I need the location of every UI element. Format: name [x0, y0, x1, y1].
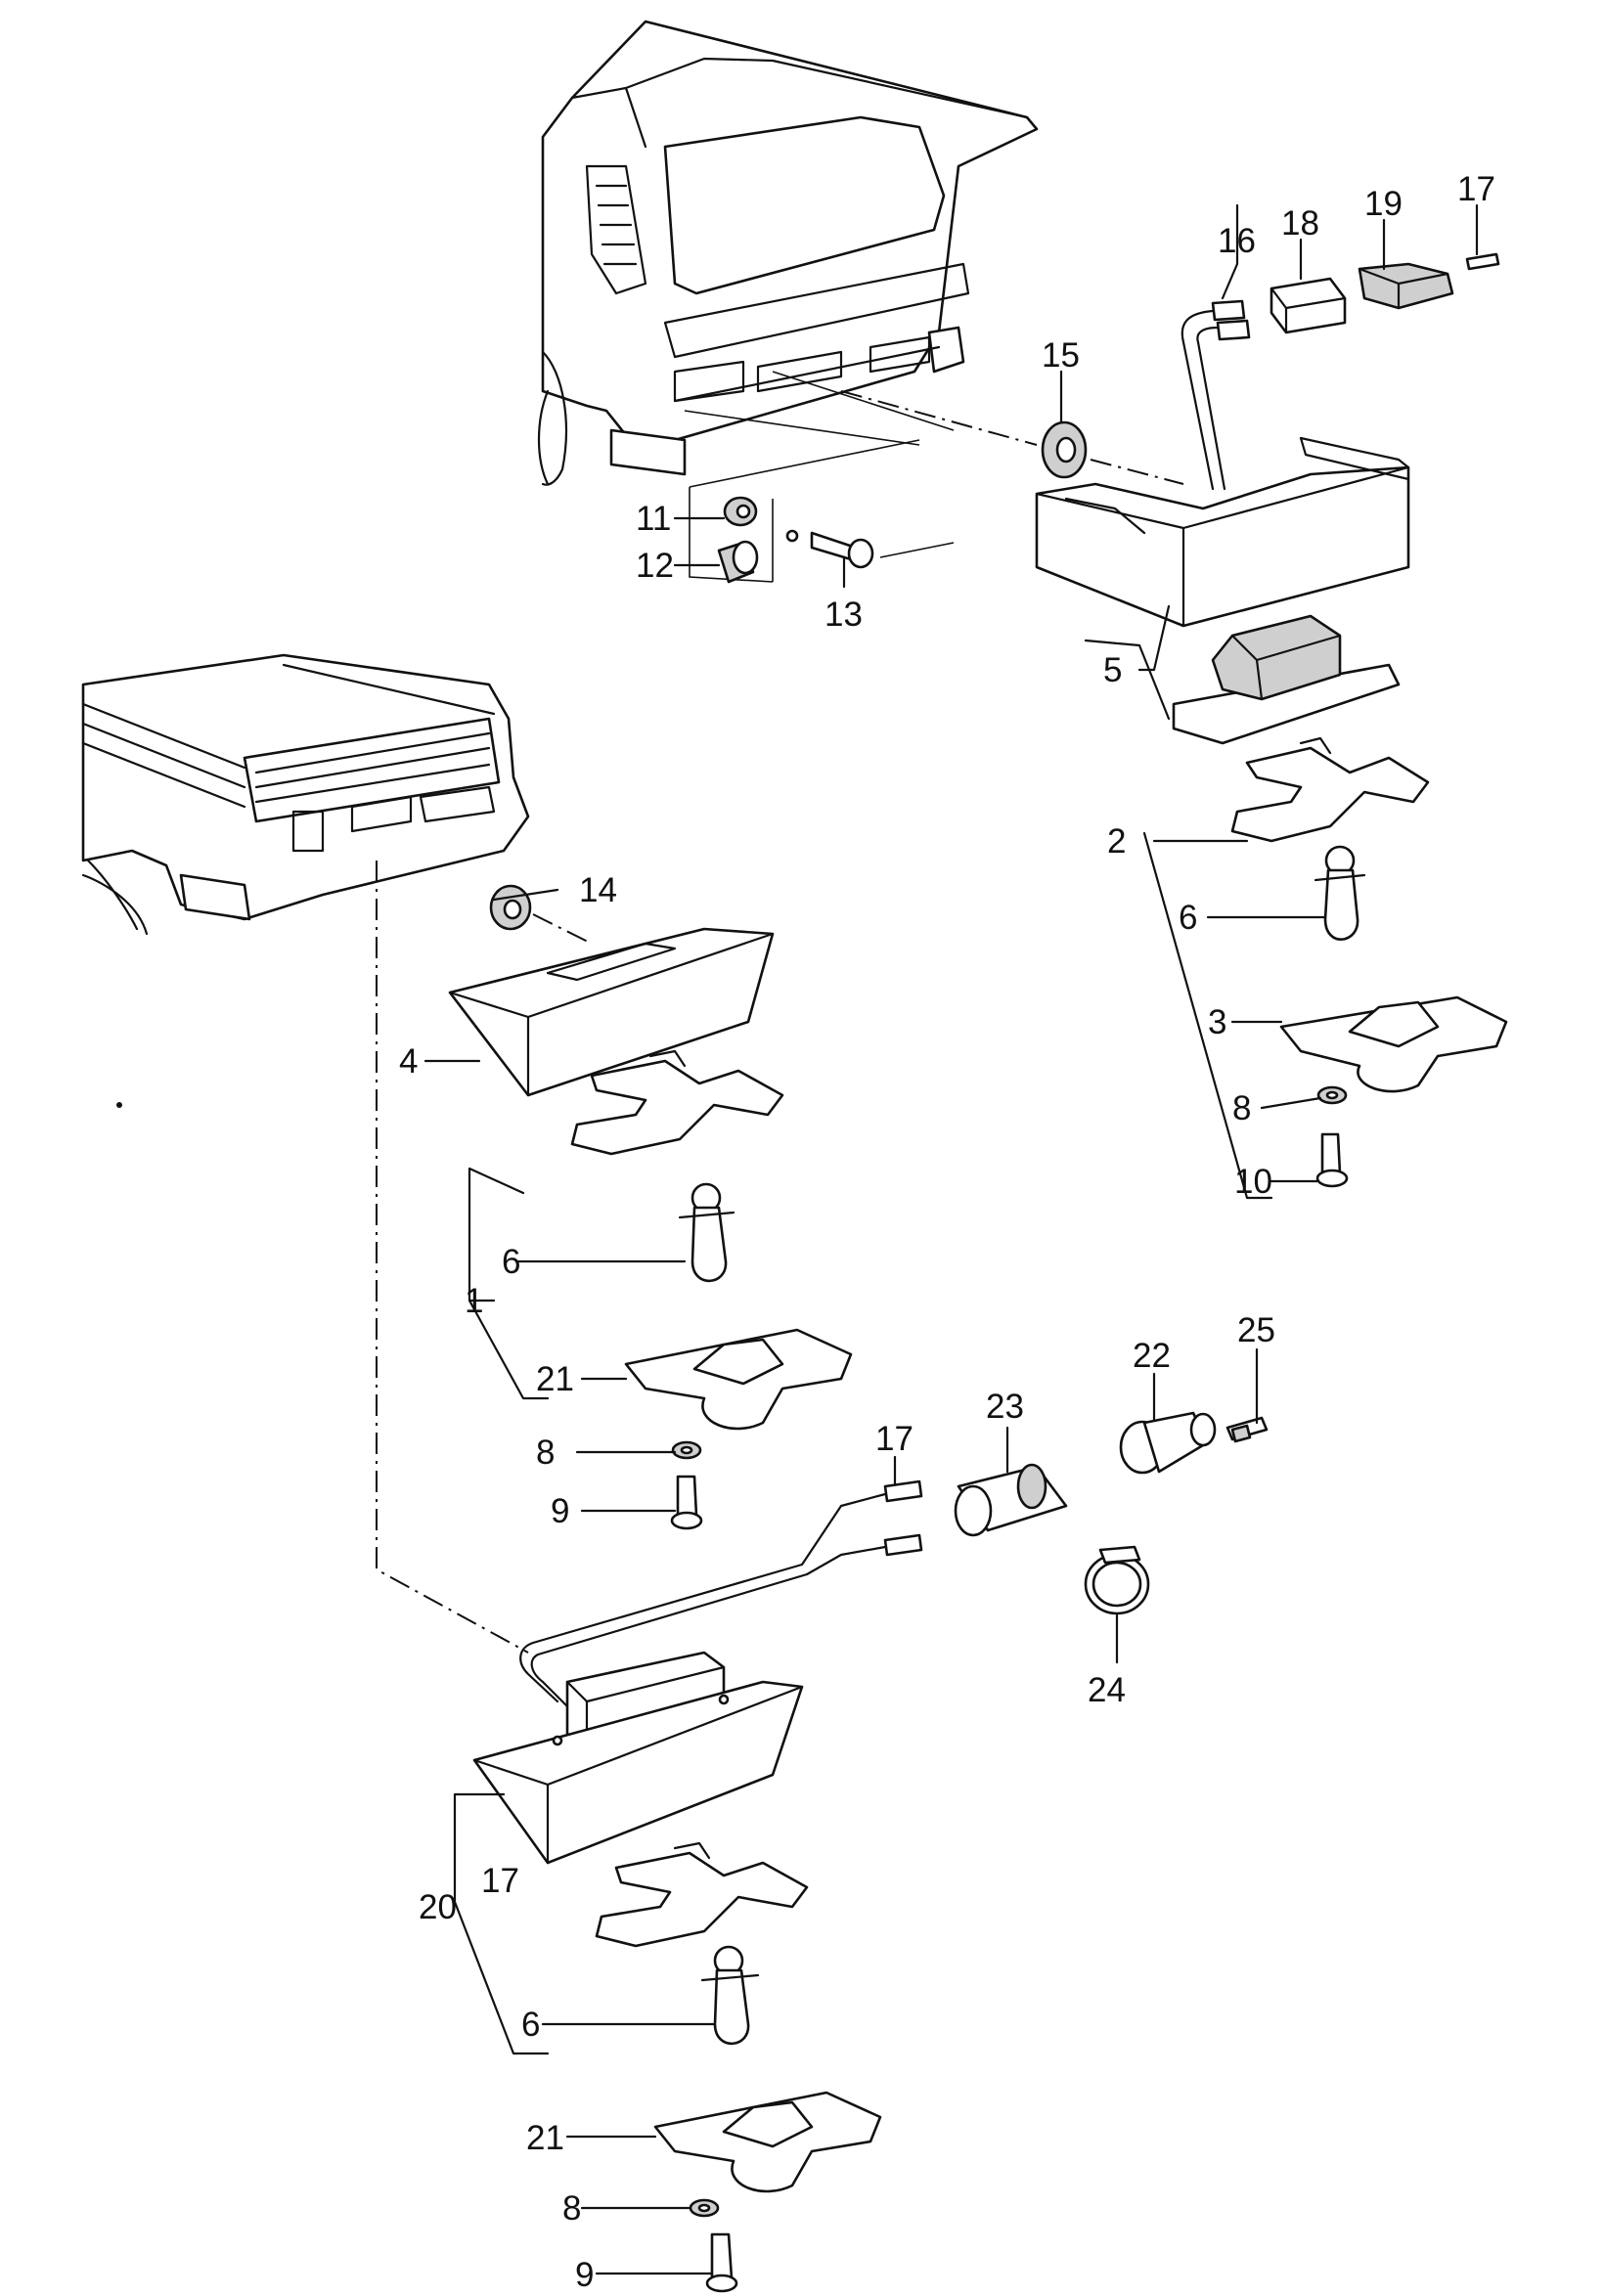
housing-5	[1035, 436, 1410, 628]
pickup-rear-illustration	[81, 653, 530, 936]
callout-12: 12	[636, 547, 674, 585]
callout-labels: 17 16 18 19 15 11 12 13 5 2 6 3 8 10 14 …	[399, 170, 1495, 2294]
callout-15: 15	[1042, 336, 1080, 375]
callout-20: 20	[419, 1888, 457, 1926]
callout-17-middle: 17	[875, 1420, 913, 1458]
callout-22: 22	[1133, 1337, 1171, 1375]
callout-17-top: 17	[1457, 170, 1495, 208]
washer-8-middle	[671, 1440, 702, 1460]
lens-21-middle	[624, 1328, 853, 1431]
grommet-14	[489, 884, 532, 931]
callout-24: 24	[1088, 1671, 1126, 1709]
callout-4: 4	[399, 1042, 418, 1081]
callout-25: 25	[1237, 1311, 1275, 1349]
top-dash-lines	[684, 371, 1184, 583]
bracket-middle	[570, 1049, 784, 1156]
gasket-top	[1172, 614, 1401, 745]
group-bracket-20	[453, 1792, 550, 2055]
callout-6-middle: 6	[502, 1243, 520, 1281]
callout-19: 19	[1364, 185, 1403, 223]
housing-20	[472, 1651, 804, 1865]
callout-6-bottom: 6	[521, 2006, 540, 2044]
washer-11	[723, 496, 758, 527]
stray-dot	[116, 1102, 122, 1108]
callout-8-bottom: 8	[562, 2189, 581, 2228]
connector-18	[1270, 277, 1347, 334]
callout-8-middle: 8	[536, 1434, 555, 1472]
lens-3	[1279, 995, 1508, 1093]
bracket-bottom	[595, 1841, 809, 1948]
callout-3: 3	[1208, 1003, 1226, 1041]
socket-22	[1119, 1411, 1217, 1475]
callout-2: 2	[1107, 822, 1126, 861]
screw-13	[785, 529, 874, 569]
dash-14	[532, 913, 593, 945]
callout-14: 14	[579, 871, 617, 909]
callout-13: 13	[824, 596, 863, 634]
callout-23: 23	[986, 1388, 1024, 1426]
callout-11: 11	[636, 500, 671, 538]
lens-21-bottom	[653, 2091, 882, 2193]
connector-19	[1358, 262, 1454, 310]
terminal-17-top	[1465, 252, 1500, 271]
group-bracket-2	[1084, 639, 1273, 1200]
sleeve-12	[717, 540, 759, 584]
callout-18: 18	[1281, 204, 1319, 243]
van-rear-illustration	[537, 20, 1039, 486]
screw-9-bottom	[705, 2232, 738, 2293]
housing-4	[448, 927, 775, 1097]
callout-1: 1	[465, 1282, 483, 1320]
washer-8-bottom	[689, 2198, 720, 2218]
bulb-6-top	[1314, 845, 1366, 941]
callout-21-middle: 21	[536, 1360, 574, 1398]
callout-16: 16	[1218, 222, 1256, 260]
callout-9-bottom: 9	[575, 2256, 594, 2294]
bulb-6-middle	[678, 1182, 735, 1283]
callout-10: 10	[1234, 1163, 1272, 1201]
terminal-17-middle	[883, 1479, 923, 1557]
callout-21-bottom: 21	[526, 2119, 564, 2157]
clamp-24	[1084, 1545, 1150, 1615]
callout-17-bottom: 17	[481, 1862, 519, 1900]
socket-23	[954, 1463, 1068, 1537]
bracket-top	[1230, 736, 1430, 843]
callout-8-top: 8	[1232, 1089, 1251, 1127]
cable-top	[1181, 299, 1251, 491]
callout-6-top: 6	[1179, 899, 1197, 937]
screw-10	[1315, 1132, 1349, 1188]
washer-8-top	[1316, 1085, 1348, 1105]
grommet-15	[1041, 420, 1088, 479]
dash-vertical-left	[376, 861, 529, 1654]
callout-9-middle: 9	[551, 1492, 569, 1530]
callout-5: 5	[1103, 651, 1122, 689]
screw-9-middle	[670, 1475, 703, 1530]
leader-lines	[423, 203, 1479, 2275]
terminal-25	[1225, 1416, 1269, 1443]
bulb-6-bottom	[700, 1945, 760, 2046]
cable-bottom	[519, 1492, 887, 1708]
